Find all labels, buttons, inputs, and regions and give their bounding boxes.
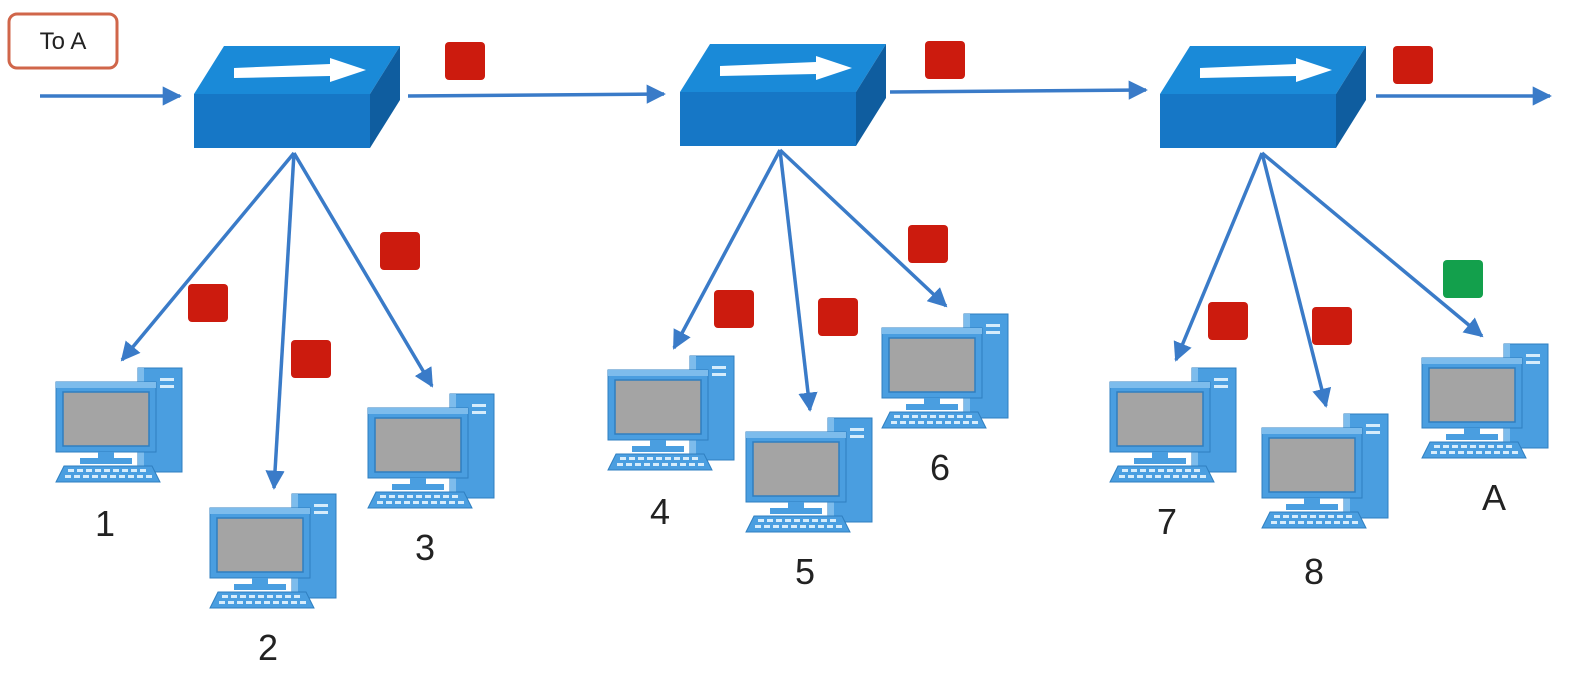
host-label: 3	[415, 527, 435, 568]
desktop-computer-icon	[1261, 413, 1389, 529]
switch-link-arrow	[889, 80, 1148, 100]
host-6: 6	[881, 313, 1009, 488]
backbone-packets	[445, 41, 1433, 84]
host-5: 5	[745, 417, 873, 592]
host-label: 1	[95, 503, 115, 544]
desktop-computer-icon	[55, 367, 183, 483]
host-link-arrow	[1260, 152, 1332, 408]
destination-tag-label: To A	[40, 28, 87, 55]
packet-square-icon	[1393, 46, 1433, 84]
hosts: 1 2 3 4 5 6 7 8	[55, 313, 1549, 668]
host-link-arrow	[672, 149, 782, 350]
packet-square-icon	[1312, 307, 1352, 345]
desktop-computer-icon	[1421, 343, 1549, 459]
packet-square-icon	[1208, 302, 1248, 340]
network-switch-icon	[1160, 46, 1366, 148]
desktop-computer-icon	[745, 417, 873, 533]
packet-square-icon	[188, 284, 228, 322]
backbone-links	[40, 80, 1552, 106]
host-label: A	[1482, 477, 1506, 518]
desktop-computer-icon	[367, 393, 495, 509]
host-label: 2	[258, 627, 278, 668]
switches	[194, 44, 1366, 148]
packet-square-icon	[714, 290, 754, 328]
desktop-computer-icon	[1109, 367, 1237, 483]
host-8: 8	[1261, 413, 1389, 592]
host-link-arrow	[778, 149, 818, 412]
packet-square-icon	[291, 340, 331, 378]
host-label: 5	[795, 551, 815, 592]
host-3: 3	[367, 393, 495, 568]
host-link-arrow	[120, 151, 296, 362]
host-label: 8	[1304, 551, 1324, 592]
destination-tag-box	[7, 12, 119, 70]
host-7: 7	[1109, 367, 1237, 542]
switch-link-arrow	[407, 84, 666, 104]
host-a: A	[1421, 343, 1549, 518]
desktop-computer-icon	[607, 355, 735, 471]
desktop-computer-icon	[209, 493, 337, 609]
packet-square-icon	[380, 232, 420, 270]
destination-tag: To A	[7, 12, 119, 70]
packet-square-icon-delivered	[1443, 260, 1483, 298]
host-link-arrow	[1173, 152, 1264, 362]
host-links	[120, 148, 1484, 490]
network-switch-icon	[680, 44, 886, 146]
host-1: 1	[55, 367, 183, 544]
packet-square-icon	[908, 225, 948, 263]
packet-square-icon	[818, 298, 858, 336]
host-link-arrow	[778, 148, 948, 308]
host-label: 4	[650, 491, 670, 532]
desktop-computer-icon	[881, 313, 1009, 429]
host-label: 6	[930, 447, 950, 488]
host-packets	[188, 225, 1483, 378]
host-link-arrow	[265, 152, 296, 490]
network-switch-icon	[194, 46, 400, 148]
packet-square-icon	[925, 41, 965, 79]
host-2: 2	[209, 493, 337, 668]
host-4: 4	[607, 355, 735, 532]
packet-square-icon	[445, 42, 485, 80]
host-link-arrow	[1260, 151, 1484, 338]
host-label: 7	[1157, 501, 1177, 542]
host-link-arrow	[292, 152, 434, 388]
